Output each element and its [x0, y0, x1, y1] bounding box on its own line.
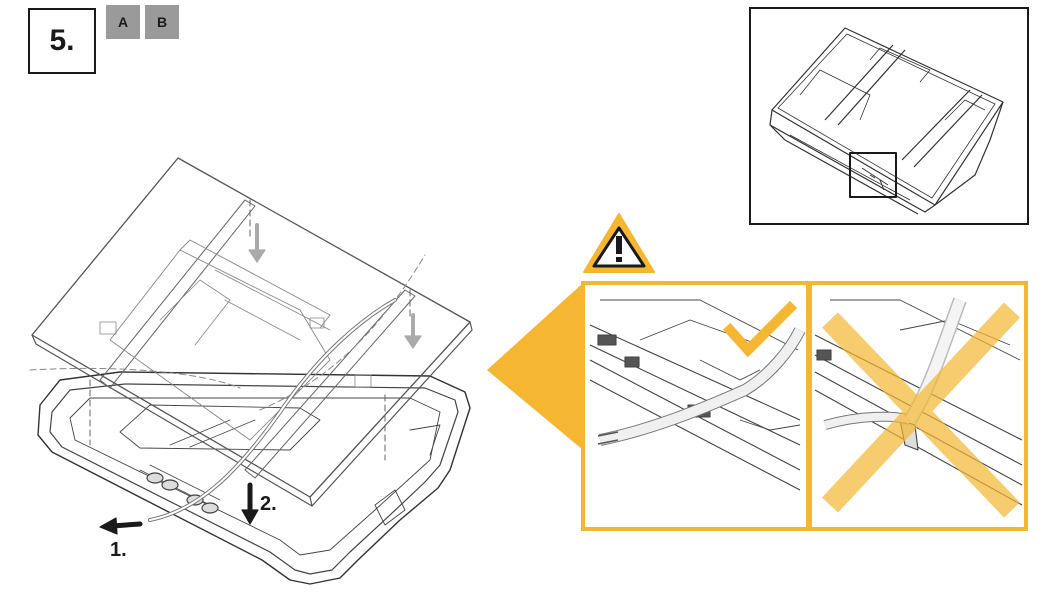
- variant-tag-a-label: A: [117, 14, 129, 30]
- warning-triangle-icon: [583, 213, 655, 273]
- detail-panel-wrong: [808, 281, 1028, 531]
- variant-tag-b: B: [145, 5, 179, 39]
- callout-2: 2.: [260, 493, 277, 515]
- main-drawing: [29, 157, 473, 585]
- cross-icon: [821, 302, 1021, 518]
- overview-drawing: [769, 27, 1004, 215]
- callout-1: 1.: [110, 539, 127, 561]
- overview-frame: [749, 7, 1029, 225]
- detail-callout-wedge: [487, 283, 583, 450]
- variant-tag-b-label: B: [156, 14, 168, 30]
- step-number-box: 5.: [28, 8, 96, 74]
- checkmark-icon: [722, 300, 798, 358]
- detail-highlight-box: [849, 152, 897, 198]
- variant-tag-a: A: [106, 5, 140, 39]
- step-number: 5.: [49, 24, 75, 57]
- detail-panel-correct: [581, 281, 810, 531]
